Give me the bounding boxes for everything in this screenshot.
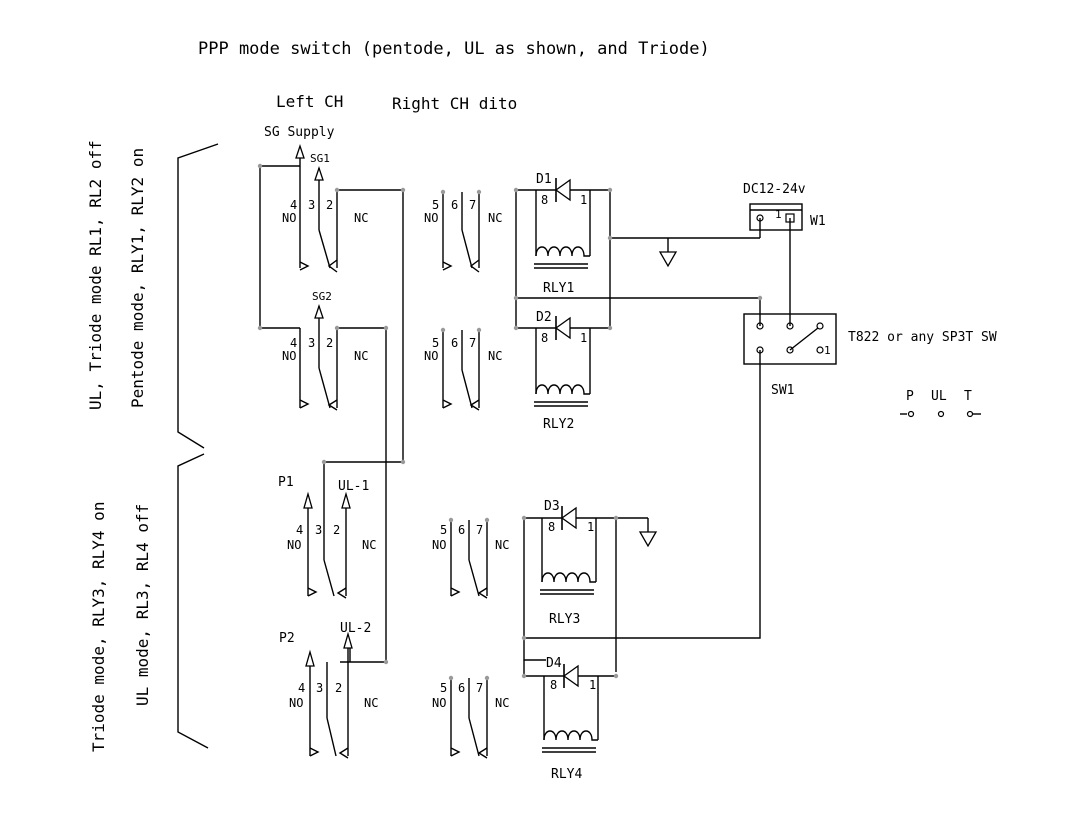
relay-coil-rly1: D1 8 1 RLY1 — [515, 172, 611, 329]
right-contact-set-1: 5 6 7 NO NC — [424, 192, 502, 273]
relay-coil-rly3: D3 8 1 RLY3 — [523, 499, 617, 672]
mode-switch-sw1: 1 SW1 T822 or any SP3T SW — [743, 313, 997, 398]
p2-label: P2 — [279, 631, 295, 646]
pin-6: 6 — [458, 681, 465, 695]
no-label: NO — [424, 349, 438, 363]
pin-5: 5 — [440, 523, 447, 537]
side-label-top-outer: UL, Triode mode RL1, RL2 off — [86, 140, 105, 410]
connector-ref: W1 — [810, 214, 826, 229]
pin-7: 7 — [469, 336, 476, 350]
relay-label: RLY1 — [543, 281, 574, 296]
no-label: NO — [287, 538, 301, 552]
diode-label: D4 — [546, 656, 562, 671]
no-label: NO — [282, 349, 296, 363]
pin-1: 1 — [587, 520, 594, 534]
pin-1: 1 — [580, 331, 587, 345]
side-label-bottom-outer: Triode mode, RLY3, RLY4 on — [89, 502, 108, 752]
diode-label: D1 — [536, 172, 552, 187]
pin-8: 8 — [548, 520, 555, 534]
relay-coil-rly4: D4 8 1 RLY4 — [523, 656, 616, 782]
brace-top — [177, 143, 219, 449]
side-label-top-inner: Pentode mode, RLY1, RLY2 on — [128, 148, 147, 408]
side-label-bottom-inner: UL mode, RL3, RL4 off — [133, 504, 152, 706]
pin-4: 4 — [296, 523, 303, 537]
switch-description: T822 or any SP3T SW — [848, 330, 997, 345]
right-contact-set-4: 5 6 7 NO NC — [432, 678, 509, 759]
switch-position-legend: P UL T — [900, 389, 981, 418]
right-contact-set-2: 5 6 7 NO NC — [424, 330, 502, 411]
position-ul: UL — [931, 389, 947, 404]
sg2-label: SG2 — [312, 290, 332, 303]
nc-label: NC — [495, 538, 509, 552]
brace-bottom — [177, 453, 209, 749]
pin-5: 5 — [440, 681, 447, 695]
left-contact-set-3: 4 3 2 NO NC — [287, 491, 376, 599]
pin-3: 3 — [316, 681, 323, 695]
pin-4: 4 — [290, 336, 297, 350]
pin-2: 2 — [326, 198, 333, 212]
switch-pin-1: 1 — [824, 344, 831, 357]
pin-6: 6 — [451, 336, 458, 350]
p1-label: P1 — [278, 475, 294, 490]
nc-label: NC — [495, 696, 509, 710]
position-t: T — [964, 389, 972, 404]
pin-2: 2 — [326, 336, 333, 350]
left-contact-set-4: 4 3 2 NO NC — [289, 631, 378, 759]
pin-8: 8 — [541, 193, 548, 207]
pin-3: 3 — [315, 523, 322, 537]
no-label: NO — [289, 696, 303, 710]
pin-6: 6 — [458, 523, 465, 537]
pin-2: 2 — [335, 681, 342, 695]
pin-6: 6 — [451, 198, 458, 212]
pin-4: 4 — [290, 198, 297, 212]
pin-1: 1 — [580, 193, 587, 207]
pin-5: 5 — [432, 336, 439, 350]
diagram-title: PPP mode switch (pentode, UL as shown, a… — [198, 39, 710, 59]
no-label: NO — [432, 538, 446, 552]
right-contact-set-3: 5 6 7 NO NC — [432, 520, 509, 599]
pin-7: 7 — [476, 681, 483, 695]
diode-label: D3 — [544, 499, 560, 514]
pin-4: 4 — [298, 681, 305, 695]
sg1-label: SG1 — [310, 152, 330, 165]
position-p: P — [906, 389, 914, 404]
left-contact-set-2: 4 3 2 NO NC — [282, 303, 368, 411]
no-label: NO — [432, 696, 446, 710]
left-contact-set-1: 4 3 2 NO NC — [282, 165, 368, 273]
pin-5: 5 — [432, 198, 439, 212]
sg-supply-arrow — [295, 143, 305, 166]
nc-label: NC — [488, 349, 502, 363]
ul2-label: UL-2 — [340, 621, 371, 636]
pin-3: 3 — [308, 336, 315, 350]
left-ch-header: Left CH — [276, 92, 343, 111]
nc-label: NC — [364, 696, 378, 710]
pin-3: 3 — [308, 198, 315, 212]
sg-supply-label: SG Supply — [264, 125, 335, 140]
dc-supply-label: DC12-24v — [743, 182, 806, 197]
no-label: NO — [282, 211, 296, 225]
pin-7: 7 — [469, 198, 476, 212]
pin-7: 7 — [476, 523, 483, 537]
nc-label: NC — [354, 211, 368, 225]
dc-supply-connector: DC12-24v 1 W1 — [743, 182, 826, 231]
nc-label: NC — [354, 349, 368, 363]
pin-2: 2 — [333, 523, 340, 537]
junction-dots — [257, 163, 763, 681]
pin-8: 8 — [550, 678, 557, 692]
nc-label: NC — [488, 211, 502, 225]
connector-pin-1: 1 — [775, 208, 782, 221]
ul1-label: UL-1 — [338, 479, 369, 494]
relay-label: RLY3 — [549, 612, 580, 627]
switch-ref: SW1 — [771, 383, 794, 398]
relay-label: RLY2 — [543, 417, 574, 432]
pin-8: 8 — [541, 331, 548, 345]
pin-1: 1 — [589, 678, 596, 692]
relay-label: RLY4 — [551, 767, 582, 782]
nc-label: NC — [362, 538, 376, 552]
right-ch-header: Right CH dito — [392, 94, 517, 113]
relay-coil-rly2: D2 8 1 RLY2 — [534, 310, 591, 432]
diode-label: D2 — [536, 310, 552, 325]
no-label: NO — [424, 211, 438, 225]
